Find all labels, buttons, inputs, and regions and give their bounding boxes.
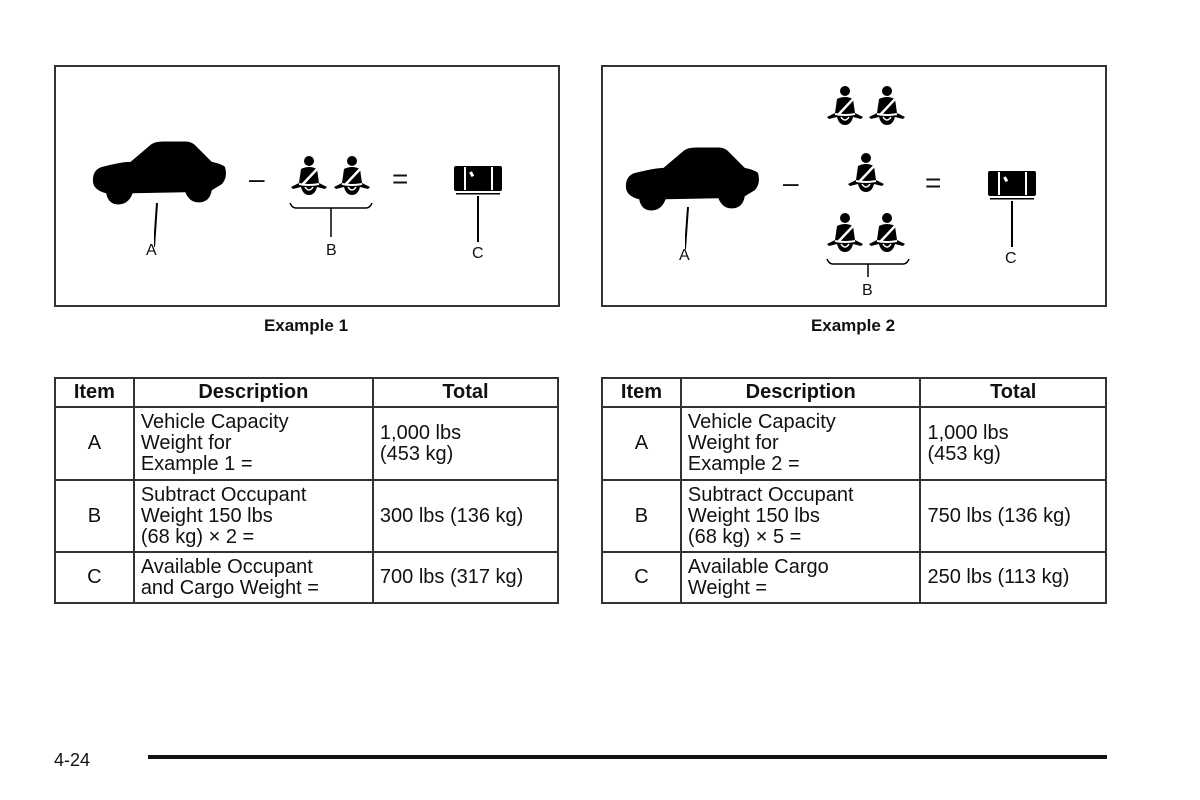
page-number: 4-24	[54, 750, 91, 770]
seated-occupant-icon	[827, 212, 867, 252]
column-header: Description	[132, 377, 374, 408]
description-line: (68 kg) × 2 =	[140, 525, 255, 548]
label-a: A	[679, 247, 690, 264]
total-line: 1,000 lbs	[379, 421, 462, 444]
column-header: Item	[54, 377, 135, 408]
label-b: B	[326, 242, 337, 259]
pointer-line-c	[1011, 201, 1013, 247]
description-line: Weight =	[687, 576, 768, 599]
item-cell: A	[601, 406, 682, 481]
column-header: Description	[679, 377, 922, 408]
label-a: A	[146, 242, 157, 259]
column-header: Item	[601, 377, 682, 408]
seated-occupant-icon	[869, 212, 909, 252]
pointer-line-c	[477, 196, 479, 242]
item-cell: A	[54, 406, 135, 481]
description-line: Example 2 =	[687, 453, 800, 475]
description-line: Example 1 =	[140, 453, 253, 475]
description-line: Weight 150 lbs	[687, 504, 820, 527]
bracket	[826, 258, 910, 277]
description-line: Weight 150 lbs	[140, 504, 273, 527]
item-cell: B	[601, 479, 682, 553]
total-line: 750 lbs (136 kg)	[927, 504, 1071, 527]
description-line: Subtract Occupant	[140, 483, 307, 506]
label-b: B	[862, 282, 873, 299]
item-cell: C	[54, 551, 135, 604]
total-line: (453 kg)	[927, 442, 1001, 465]
car-icon	[625, 147, 761, 213]
description-line: Available Occupant	[140, 555, 313, 578]
seated-occupant-icon	[291, 155, 331, 195]
item-cell: B	[54, 479, 135, 553]
description-line: Weight for	[140, 432, 232, 454]
minus-sign: –	[783, 167, 799, 198]
equals-sign: =	[392, 163, 409, 194]
pointer-line-a	[154, 203, 158, 248]
description-line: Available Cargo	[687, 555, 829, 578]
description-line: Vehicle Capacity	[140, 411, 289, 433]
description-line: and Cargo Weight =	[140, 576, 319, 599]
total-cell: 700 lbs (317 kg)	[371, 551, 560, 604]
pointer-line-a	[685, 207, 689, 250]
example-1-caption: Example 1	[263, 316, 349, 335]
seated-occupant-icon	[869, 85, 909, 125]
seated-occupant-icon	[334, 155, 374, 195]
total-cell: 750 lbs (136 kg)	[919, 479, 1107, 553]
total-cell: 300 lbs (136 kg)	[371, 479, 560, 553]
description-line: Weight for	[687, 432, 779, 454]
total-cell: 250 lbs (113 kg)	[919, 551, 1107, 604]
car-icon	[92, 141, 228, 207]
example-1-figure: A – B = C	[54, 65, 560, 307]
label-c: C	[1005, 250, 1017, 267]
bracket	[289, 202, 373, 237]
description-line: Vehicle Capacity	[687, 411, 836, 433]
total-line: 300 lbs (136 kg)	[379, 504, 524, 527]
column-header: Total	[371, 377, 560, 408]
description-line: Subtract Occupant	[687, 483, 854, 506]
cargo-icon	[454, 166, 502, 196]
cargo-icon	[988, 171, 1036, 201]
total-line: 700 lbs (317 kg)	[379, 566, 524, 588]
seated-occupant-icon	[848, 152, 888, 192]
description-line: (68 kg) × 5 =	[687, 525, 802, 548]
item-cell: C	[601, 551, 682, 604]
equals-sign: =	[925, 167, 942, 198]
total-line: 250 lbs (113 kg)	[927, 566, 1070, 588]
example-2-caption: Example 2	[810, 316, 896, 335]
label-c: C	[472, 245, 484, 262]
seated-occupant-icon	[827, 85, 867, 125]
example-2-figure: A – B = C	[601, 65, 1107, 307]
column-header: Total	[919, 377, 1107, 408]
total-line: (453 kg)	[379, 442, 454, 465]
total-cell: 1,000 lbs(453 kg)	[919, 406, 1107, 481]
minus-sign: –	[249, 163, 265, 194]
total-cell: 1,000 lbs(453 kg)	[371, 406, 560, 481]
total-line: 1,000 lbs	[927, 421, 1009, 444]
footer-rule	[148, 755, 1107, 759]
